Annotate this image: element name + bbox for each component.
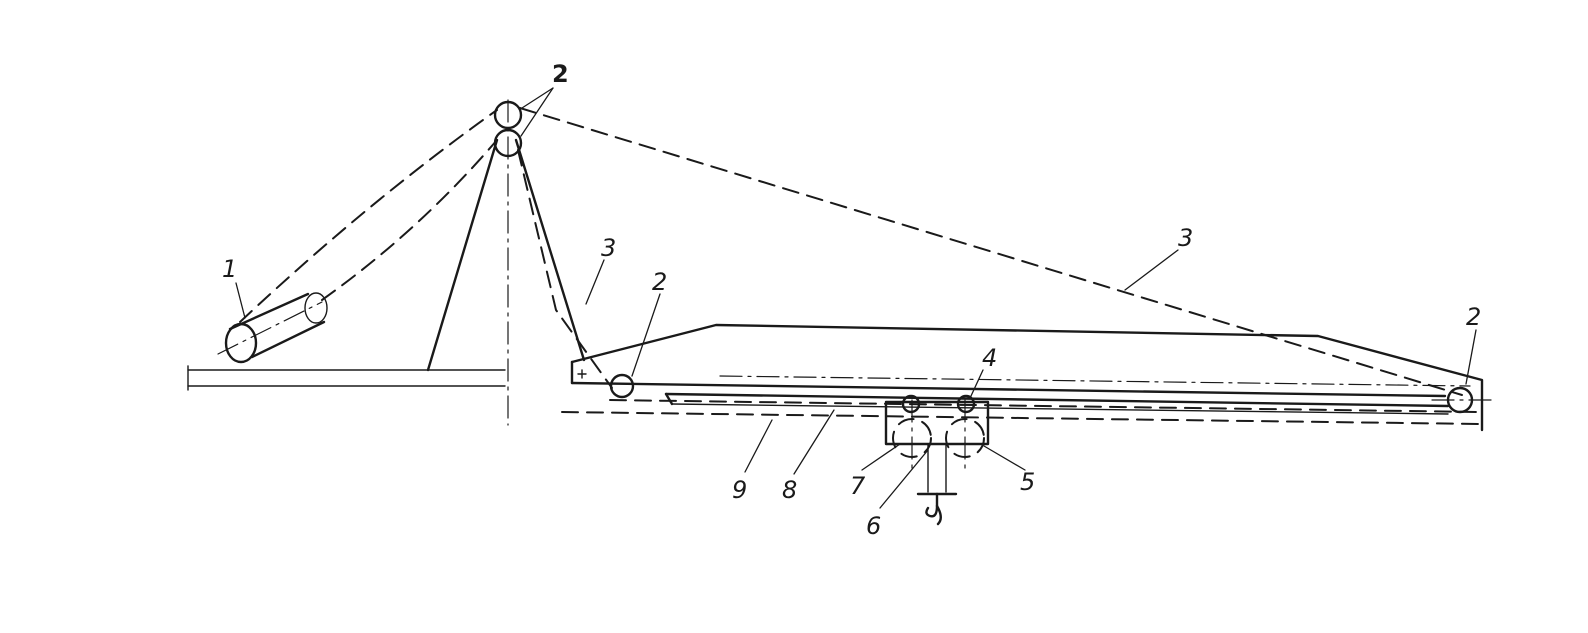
callout-1: 1 [222,255,237,283]
callout-3-left: 3 [601,234,616,262]
winch-drum [217,292,328,364]
callout-5: 5 [1020,468,1035,496]
boom-girder [570,323,1484,432]
callout-2-mid: 2 [652,268,667,296]
trolley-rail [664,392,1450,415]
callout-6: 6 [866,512,881,540]
boom-left-pulley [609,373,635,399]
callout-3-right: 3 [1178,224,1193,252]
callout-2-top: 2 [552,60,569,88]
hoist-cable-left [517,149,613,389]
leader-lines [235,87,1477,509]
callout-8: 8 [782,476,797,504]
load-hook [916,443,958,526]
callout-2-right: 2 [1466,303,1481,331]
tower-mast [426,99,586,426]
hoist-cable-right [519,107,1463,396]
trolley-carriage [884,394,990,471]
callout-9: 9 [732,476,747,504]
callout-7: 7 [850,472,866,500]
hoist-cable-winch [239,109,498,323]
callout-4: 4 [982,344,997,372]
lower-track [561,399,1481,425]
ground-base [187,365,506,391]
